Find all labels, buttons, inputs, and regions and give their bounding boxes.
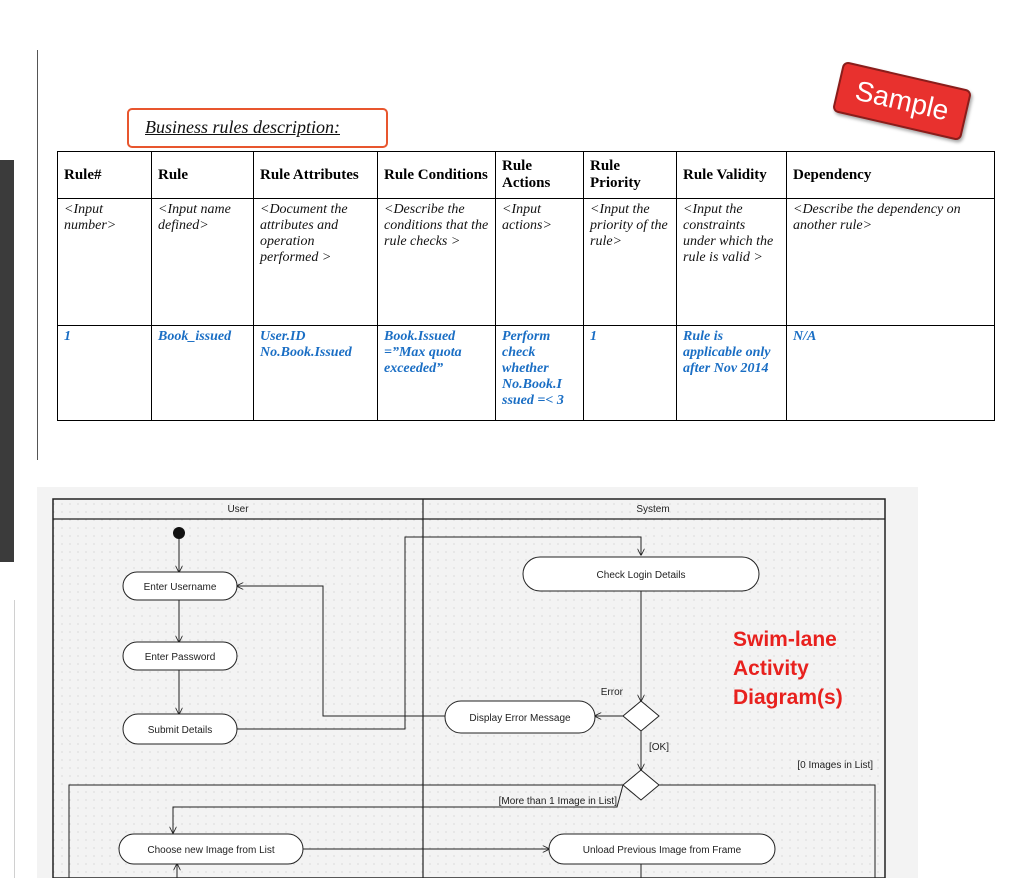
check-login-label: Check Login Details — [597, 570, 686, 581]
header-rule-validity: Rule Validity — [676, 151, 787, 199]
sidebar-dark-bar — [0, 160, 14, 562]
table-cell: <Describe the dependency on another rule… — [786, 198, 995, 326]
table-cell: <Document the attributes and operation p… — [253, 198, 378, 326]
table-cell: <Describe the conditions that the rule c… — [377, 198, 496, 326]
sidebar-light-strip — [0, 600, 15, 878]
table-cell: Book_issued — [151, 325, 254, 421]
display-error-label: Display Error Message — [469, 713, 571, 724]
table-row: 1 Book_issued User.ID No.Book.Issued Boo… — [57, 325, 995, 421]
lane-user-label: User — [227, 504, 249, 515]
header-rule-attributes: Rule Attributes — [253, 151, 378, 199]
guard-zero-images: [0 Images in List] — [797, 760, 873, 771]
header-rule-conditions: Rule Conditions — [377, 151, 496, 199]
header-rule-priority: Rule Priority — [583, 151, 677, 199]
table-cell: User.ID No.Book.Issued — [253, 325, 378, 421]
lane-system-label: System — [636, 504, 669, 515]
header-rule-actions: Rule Actions — [495, 151, 584, 199]
submit-details-label: Submit Details — [148, 725, 212, 736]
enter-username-label: Enter Username — [144, 582, 217, 593]
table-cell: Rule is applicable only after Nov 2014 — [676, 325, 787, 421]
table-header-row: Rule# Rule Rule Attributes Rule Conditio… — [57, 151, 995, 199]
unload-image-node — [548, 833, 776, 865]
table-cell: N/A — [786, 325, 995, 421]
display-error-node — [444, 700, 596, 734]
header-dependency: Dependency — [786, 151, 995, 199]
table-cell: <Input number> — [57, 198, 152, 326]
activity-diagram: User System Enter Username Enter Passwor… — [37, 487, 918, 878]
diagram-annotation: Swim-lane Activity Diagram(s) — [733, 628, 843, 709]
sample-stamp: Sample — [831, 60, 973, 142]
table-cell: <Input actions> — [495, 198, 584, 326]
unload-image-label: Unload Previous Image from Frame — [583, 845, 742, 856]
guard-more-than-one: [More than 1 Image in List] — [499, 796, 618, 807]
business-rules-table: Rule# Rule Rule Attributes Rule Conditio… — [57, 151, 995, 421]
header-rule-number: Rule# — [57, 151, 152, 199]
decision-images — [622, 769, 660, 801]
table-cell: 1 — [583, 325, 677, 421]
start-node — [173, 527, 185, 539]
enter-password-label: Enter Password — [145, 652, 216, 663]
header-rule: Rule — [151, 151, 254, 199]
swimlane-frame — [52, 498, 886, 878]
business-rules-title: Business rules description: — [145, 117, 340, 137]
table-row: <Input number> <Input name defined> <Doc… — [57, 198, 995, 326]
table-cell: <Input the constraints under which the r… — [676, 198, 787, 326]
page-margin-line — [37, 50, 38, 460]
table-cell: Book.Issued =”Max quota exceeded” — [377, 325, 496, 421]
guard-error: Error — [601, 687, 624, 698]
table-cell: <Input name defined> — [151, 198, 254, 326]
table-cell: <Input the priority of the rule> — [583, 198, 677, 326]
enter-password-node — [122, 641, 238, 671]
title-highlight-box — [127, 108, 388, 148]
guard-ok: [OK] — [649, 742, 669, 753]
table-cell: 1 — [57, 325, 152, 421]
choose-image-label: Choose new Image from List — [147, 845, 275, 856]
table-cell: Perform check whether No.Book.I ssued =<… — [495, 325, 584, 421]
